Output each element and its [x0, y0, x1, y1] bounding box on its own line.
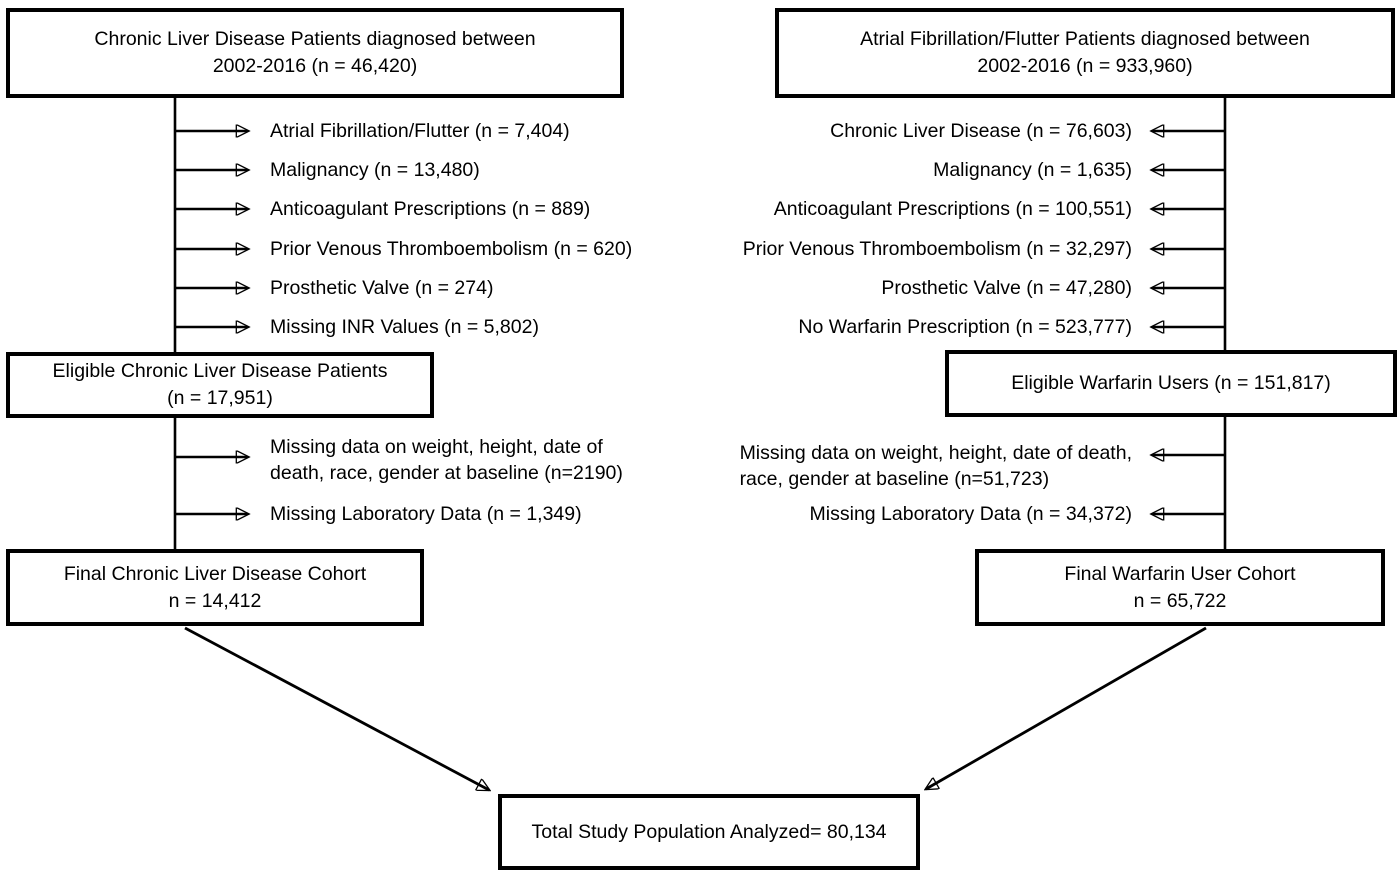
left-exclusion-label-1: Malignancy (n = 13,480): [270, 159, 480, 181]
right-exclusion2-label-1: Missing Laboratory Data (n = 34,372): [809, 503, 1132, 525]
right-eligible-box: Eligible Warfarin Users (n = 151,817): [945, 350, 1397, 417]
left-final-box-line1: Final Chronic Liver Disease Cohort: [63, 562, 367, 585]
left-merge-arrow: [184, 626, 489, 790]
left-exclusion2-label-1: Missing Laboratory Data (n = 1,349): [270, 503, 582, 525]
left-exclusion2-label-0-line1: Missing data on weight, height, date of: [270, 436, 603, 458]
left-exclusion-label-5: Missing INR Values (n = 5,802): [270, 316, 539, 338]
right-final-box-line1: Final Warfarin User Cohort: [1064, 562, 1296, 585]
right-exclusion2-label-0: Missing data on weight, height, date of …: [740, 440, 1132, 492]
right-exclusion2-label-0-line2: race, gender at baseline (n=51,723): [739, 468, 1050, 490]
left-exclusion-label-4: Prosthetic Valve (n = 274): [270, 277, 494, 299]
left-final-box: Final Chronic Liver Disease Cohort n = 1…: [6, 549, 424, 626]
left-top-box: Chronic Liver Disease Patients diagnosed…: [6, 8, 624, 98]
left-exclusion2-label-0-line2: death, race, gender at baseline (n=2190): [270, 462, 623, 484]
right-eligible-box-text: Eligible Warfarin Users (n = 151,817): [1011, 372, 1331, 394]
right-top-box: Atrial Fibrillation/Flutter Patients dia…: [775, 8, 1395, 98]
right-exclusion-label-3: Prior Venous Thromboembolism (n = 32,297…: [742, 238, 1132, 260]
left-top-box-line1: Chronic Liver Disease Patients diagnosed…: [94, 28, 536, 50]
right-final-box-line2: n = 65,722: [1133, 589, 1227, 612]
left-eligible-box: Eligible Chronic Liver Disease Patients …: [6, 352, 434, 418]
right-exclusion-label-1: Malignancy (n = 1,635): [933, 159, 1132, 181]
left-eligible-box-line2: (n = 17,951): [167, 387, 273, 409]
left-exclusion2-label-0: Missing data on weight, height, date of …: [270, 434, 623, 486]
right-final-box: Final Warfarin User Cohort n = 65,722: [975, 549, 1385, 626]
right-exclusion-label-5: No Warfarin Prescription (n = 523,777): [798, 316, 1132, 338]
left-exclusion-label-2: Anticoagulant Prescriptions (n = 889): [270, 198, 591, 220]
left-exclusion-label-0: Atrial Fibrillation/Flutter (n = 7,404): [270, 120, 570, 142]
total-box: Total Study Population Analyzed= 80,134: [498, 794, 920, 870]
right-exclusion-label-0: Chronic Liver Disease (n = 76,603): [830, 120, 1132, 142]
right-top-box-line1: Atrial Fibrillation/Flutter Patients dia…: [860, 28, 1310, 50]
left-final-box-line2: n = 14,412: [168, 589, 262, 612]
left-eligible-box-line1: Eligible Chronic Liver Disease Patients: [52, 360, 388, 382]
right-exclusion2-label-0-line1: Missing data on weight, height, date of …: [739, 442, 1132, 464]
right-exclusion-label-2: Anticoagulant Prescriptions (n = 100,551…: [773, 198, 1132, 220]
left-exclusion-label-3: Prior Venous Thromboembolism (n = 620): [270, 238, 633, 260]
right-exclusion-label-4: Prosthetic Valve (n = 47,280): [881, 277, 1132, 299]
right-top-box-line2: 2002-2016 (n = 933,960): [977, 55, 1193, 77]
left-top-box-line2: 2002-2016 (n = 46,420): [212, 55, 418, 77]
total-box-text: Total Study Population Analyzed= 80,134: [531, 820, 887, 843]
right-merge-arrow: [926, 626, 1207, 789]
